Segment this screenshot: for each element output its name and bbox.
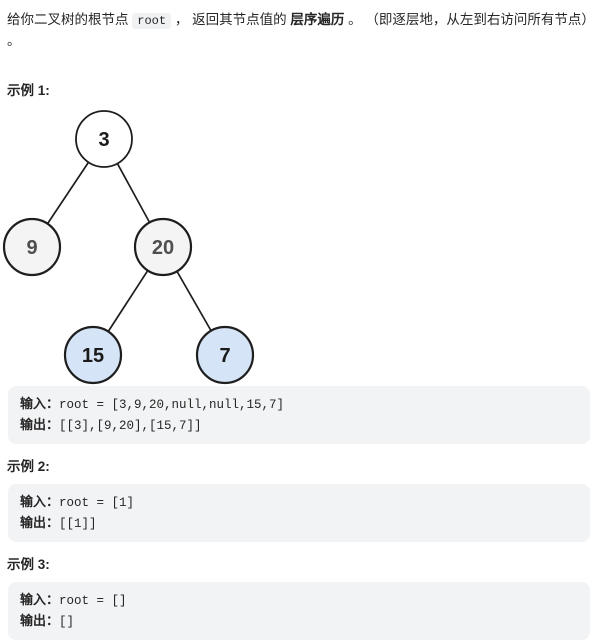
example-1-input-line: 输入：root = [3,9,20,null,null,15,7]: [20, 394, 578, 415]
tree-node-20: [133, 217, 193, 277]
example-2-output-line: 输出：[[1]]: [20, 513, 578, 534]
example-1-heading: 示例 1:: [7, 83, 50, 98]
input-value: root = []: [59, 594, 127, 608]
output-label: 输出：: [20, 613, 60, 628]
tree-node-20-value: 20: [152, 237, 174, 259]
tree-node-15-value: 15: [82, 345, 104, 367]
output-value: [[3],[9,20],[15,7]]: [59, 419, 202, 433]
input-label: 输入：: [20, 592, 60, 607]
tree-node-9-value: 9: [26, 237, 37, 259]
output-value: []: [59, 615, 75, 629]
tree-node-7-value: 7: [219, 345, 230, 367]
binary-tree-diagram: 3 9 20 15 7: [2, 110, 255, 385]
example-3-heading: 示例 3:: [7, 557, 50, 572]
output-label: 输出：: [20, 417, 60, 432]
example-3-input-line: 输入：root = []: [20, 590, 578, 611]
statement-text-middle: ， 返回其节点值的: [171, 12, 291, 27]
example-1-output-line: 输出：[[3],[9,20],[15,7]]: [20, 415, 578, 436]
example-2-heading: 示例 2:: [7, 459, 50, 474]
tree-node-15: [63, 325, 123, 385]
input-value: root = [1]: [59, 496, 135, 510]
output-label: 输出：: [20, 515, 60, 530]
tree-node-9: [2, 217, 62, 277]
example-2-input-line: 输入：root = [1]: [20, 492, 578, 513]
problem-statement: 给你二叉树的根节点 root ， 返回其节点值的 层序遍历 。 （即逐层地，从左…: [7, 10, 597, 51]
example-3-output-line: 输出：[]: [20, 611, 578, 632]
inline-code-root: root: [132, 13, 172, 29]
example-3-block: 输入：root = [] 输出：[]: [8, 582, 590, 640]
input-label: 输入：: [20, 494, 60, 509]
input-label: 输入：: [20, 396, 60, 411]
emphasis-level-order-term: 层序遍历: [290, 12, 345, 27]
example-2-block: 输入：root = [1] 输出：[[1]]: [8, 484, 590, 542]
input-value: root = [3,9,20,null,null,15,7]: [59, 398, 285, 412]
output-value: [[1]]: [59, 517, 97, 531]
tree-node-7: [195, 325, 255, 385]
example-1-block: 输入：root = [3,9,20,null,null,15,7] 输出：[[3…: [8, 386, 590, 444]
tree-node-3: [75, 110, 133, 168]
statement-text-after: 。 （即逐层地，从左到右访问所有节点） 。: [7, 12, 595, 48]
tree-node-3-value: 3: [98, 129, 109, 151]
statement-text-before: 给你二叉树的根节点: [7, 12, 133, 27]
